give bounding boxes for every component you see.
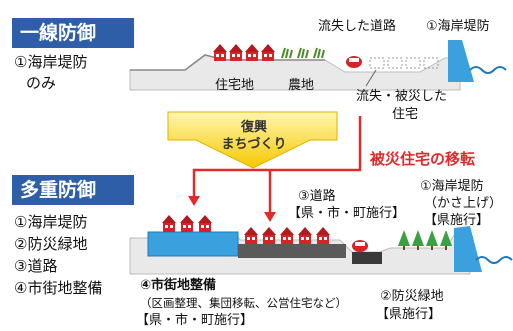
top-side-line-2: のみ — [26, 74, 57, 92]
top-header: 一線防御 — [12, 18, 134, 48]
top-sea — [448, 40, 507, 82]
arrow-label-2: まちづくり — [221, 137, 287, 152]
label-road: ③道路 — [298, 189, 336, 204]
label-residential: 住宅地 — [215, 78, 255, 93]
label-green-agency: 【県施行】 — [376, 307, 442, 322]
top-crops — [281, 47, 325, 59]
road-surface — [352, 252, 382, 264]
bottom-side-item-1: ①海岸堤防 — [14, 213, 88, 231]
label-lost-road: 流失した道路 — [318, 19, 397, 34]
arrow-label-1: 復興 — [240, 120, 267, 135]
bottom-trees — [398, 230, 452, 250]
bottom-side-item-4: ④市街地整備 — [14, 279, 103, 297]
relocation-arrows — [188, 116, 362, 222]
road-embankment — [238, 244, 346, 258]
top-leader-line — [365, 69, 377, 87]
bottom-side-item-2: ②防災緑地 — [14, 235, 88, 253]
top-houses — [213, 44, 275, 61]
top-car-icon — [346, 56, 362, 68]
raised-urban-block — [147, 231, 239, 257]
label-green: ②防災緑地 — [380, 289, 444, 304]
label-urban-detail: （区画整理、集団移転、公営住宅など） — [140, 296, 347, 310]
bottom-car-icon — [352, 240, 368, 252]
bottom-ground — [129, 229, 471, 275]
bottom-side-item-3: ③道路 — [14, 257, 58, 275]
label-seawall-agency: 【県施行】 — [424, 213, 490, 228]
label-farmland: 農地 — [288, 78, 315, 93]
label-seawall: ①海岸堤防 — [420, 179, 484, 194]
label-road-agency: 【県・市・町施行】 — [288, 206, 406, 221]
label-lost-houses-1: 流失・被災した — [356, 89, 448, 104]
bottom-houses-upper — [162, 215, 212, 232]
label-seawall-raise: （かさ上げ） — [424, 196, 503, 211]
down-arrow — [167, 111, 338, 169]
label-urban: ④市街地整備 — [140, 278, 217, 293]
bottom-header: 多重防御 — [12, 175, 134, 205]
bottom-houses-lower — [244, 227, 330, 244]
top-ground — [129, 54, 461, 91]
top-side-line-1: ①海岸堤防 — [14, 53, 88, 71]
bottom-sea — [454, 226, 513, 272]
top-lost-houses — [369, 57, 439, 69]
label-urban-agency: 【県・市・町施行】 — [136, 313, 254, 328]
relocation-label: 被災住宅の移転 — [370, 150, 476, 168]
label-lost-houses-2: 住宅 — [392, 107, 419, 122]
label-top-seawall: ①海岸堤防 — [426, 19, 490, 34]
